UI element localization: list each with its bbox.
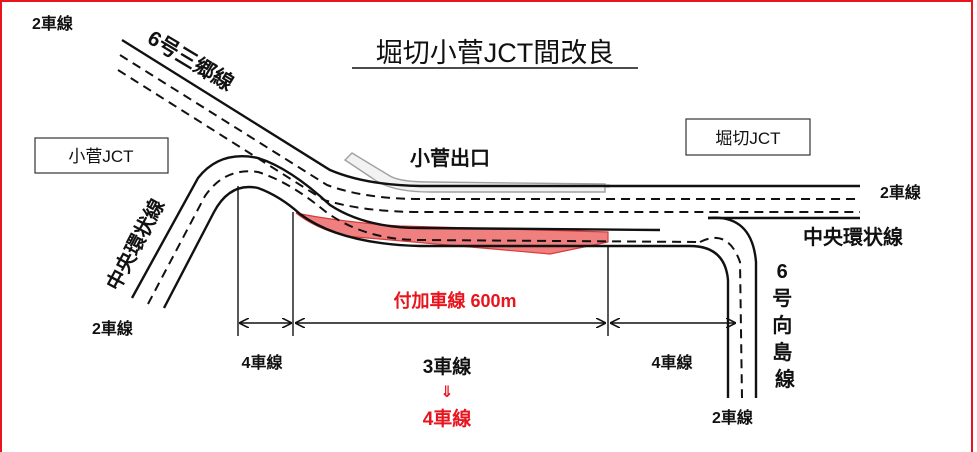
- route6-misato-road: [121, 38, 610, 188]
- lanes-change-arrow: ⇓: [440, 384, 453, 401]
- added-lane-label: 付加車線 600m: [393, 290, 516, 311]
- central-loop-inner: [162, 185, 608, 309]
- lanes-top-left: 2車線: [32, 14, 73, 33]
- central-loop-lane: [147, 170, 701, 305]
- lanes-right-bottom: 2車線: [712, 408, 753, 427]
- central-left-label: 中央環状線: [101, 195, 169, 295]
- route6-mukojima-label: 6 号 向 島 線: [772, 261, 798, 391]
- route6-misato-label: 6号三郷線: [143, 26, 237, 96]
- lanes-left-bottom: 2車線: [92, 319, 133, 338]
- lanes-seg-right: 4車線: [652, 353, 693, 372]
- horikiri-jct-label: 堀切JCT: [715, 129, 780, 148]
- horikiri-jct-box: [685, 118, 811, 156]
- kosuge-jct-box: [34, 137, 169, 174]
- kosuge-exit-label: 小菅出口: [410, 147, 490, 170]
- added-lane-area: [295, 212, 609, 255]
- lanes-seg-middle-from: 3車線: [423, 355, 472, 378]
- central-loop-outer: [130, 155, 661, 299]
- mukojima-lane: [699, 237, 743, 399]
- lanes-seg-left: 4車線: [242, 353, 283, 372]
- kosuge-exit-ramp: [343, 152, 606, 193]
- lanes-right-top: 2車線: [880, 183, 921, 202]
- page-title: 堀切小菅JCT間改良: [376, 38, 615, 68]
- central-right-label: 中央環状線: [803, 225, 903, 249]
- mukojima-inner: [707, 216, 758, 398]
- mukojima-outer: [608, 244, 730, 398]
- route6-misato-lane-1: [119, 54, 860, 200]
- lanes-seg-middle-to: 4車線: [423, 407, 472, 430]
- kosuge-jct-label: 小菅JCT: [68, 147, 133, 166]
